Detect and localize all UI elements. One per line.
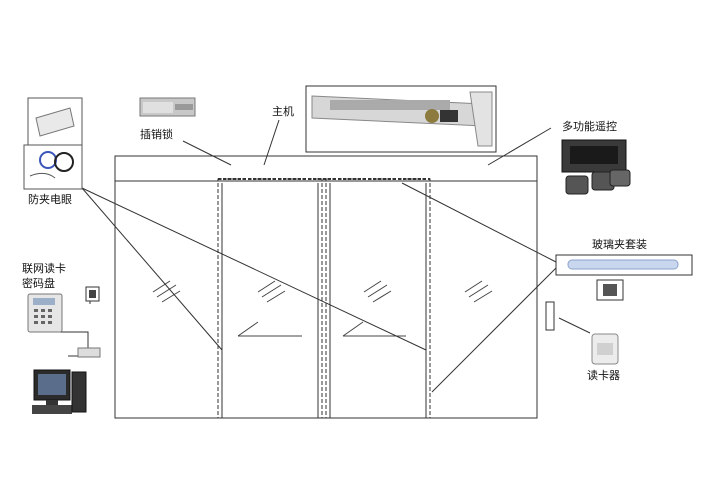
glass-clamp-device <box>555 254 693 301</box>
remote-device <box>561 139 631 195</box>
main-unit-label: 主机 <box>272 105 294 118</box>
motor-icon <box>425 109 439 123</box>
glass-clamp-lines <box>401 182 557 393</box>
card-reader-device <box>591 333 619 365</box>
safety-eye-device <box>23 97 83 190</box>
bolt-lock-device <box>139 97 196 117</box>
leader-lines <box>182 119 591 334</box>
network-reader-label-2: 密码盘 <box>22 277 55 290</box>
glass-hatches <box>152 280 493 337</box>
network-converter-device <box>77 347 101 358</box>
operator-unit <box>305 85 497 153</box>
glass-clamp-label: 玻璃夹套装 <box>592 238 647 251</box>
door-leaves <box>217 178 431 419</box>
keypad-reader-device <box>27 286 100 333</box>
bolt-lock-label: 插销锁 <box>140 128 173 141</box>
card-reader-label: 读卡器 <box>587 369 620 382</box>
remote-label: 多功能遥控 <box>562 120 617 133</box>
computer-icon <box>32 369 87 414</box>
safety-eye-lines <box>81 187 427 351</box>
wall-card-slot <box>545 301 555 331</box>
safety-eye-label: 防夹电眼 <box>28 193 72 206</box>
network-reader-label-1: 联网读卡 <box>22 262 66 275</box>
